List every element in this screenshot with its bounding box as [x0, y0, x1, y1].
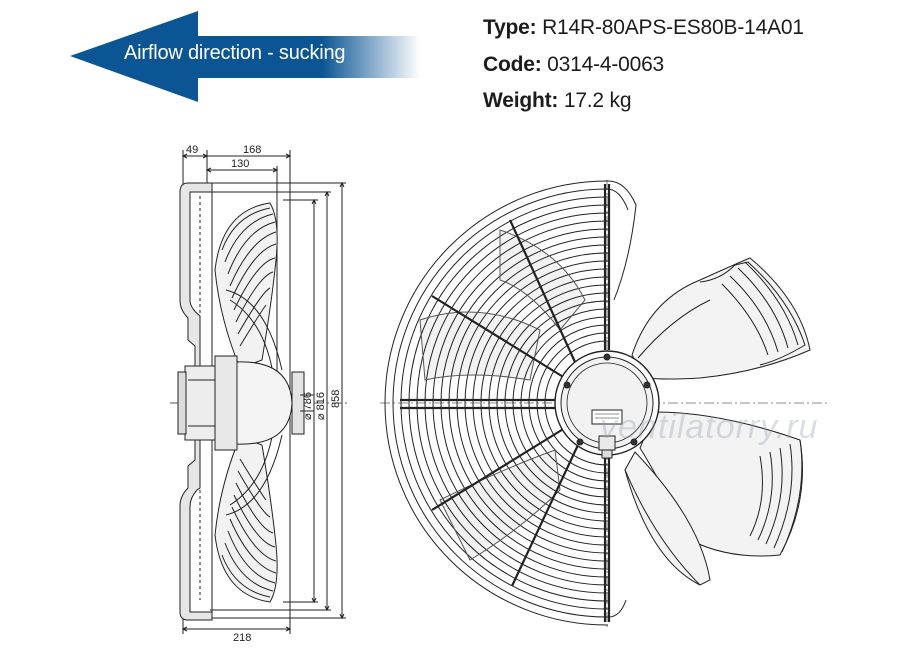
side-view — [170, 150, 350, 634]
dim-dia-786: ⌀ 786 — [302, 392, 314, 420]
protective-grille — [384, 180, 608, 626]
dim-858: 858 — [330, 390, 342, 408]
dim-168: 168 — [243, 144, 261, 156]
spec-code: Code: 0314-4-0063 — [483, 53, 664, 77]
dim-130: 130 — [231, 158, 249, 170]
spec-type: Type: R14R-80APS-ES80B-14A01 — [483, 16, 804, 40]
spec-weight-label: Weight: — [483, 89, 559, 112]
spec-weight-value: 17.2 kg — [563, 89, 632, 112]
spec-code-value: 0314-4-0063 — [547, 53, 665, 76]
airflow-label: Airflow direction - sucking — [124, 42, 346, 64]
spec-weight: Weight: 17.2 kg — [483, 89, 632, 113]
spec-code-label: Code: — [483, 53, 542, 76]
motor-hub — [554, 350, 660, 459]
fan-blades — [624, 257, 811, 586]
grille-rods — [400, 184, 611, 622]
dim-49: 49 — [186, 144, 198, 156]
dim-218: 218 — [233, 632, 251, 644]
dim-dia-816: ⌀ 816 — [315, 392, 327, 420]
watermark: ventilatorry.ru — [600, 408, 819, 446]
spec-type-value: R14R-80APS-ES80B-14A01 — [542, 16, 804, 39]
spec-type-label: Type: — [483, 16, 537, 39]
front-view — [380, 180, 830, 628]
airflow-arrow — [70, 11, 420, 102]
